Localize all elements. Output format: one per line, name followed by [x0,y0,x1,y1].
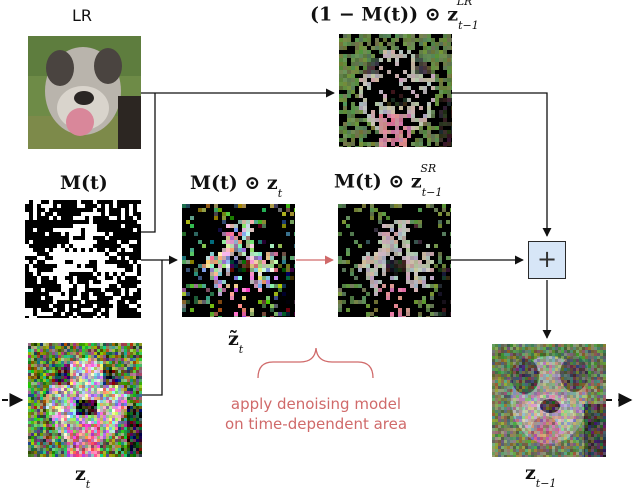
denoising-note: apply denoising model on time-dependent … [196,394,436,434]
masked-zt-image [182,204,295,317]
mask-label: M(t) [60,172,108,194]
z-tilde-label: z̃t [228,328,244,356]
masked-sr-label: M(t) ⊙ zt−1SR [334,162,443,200]
masked-lr-label: (1 − M(t)) ⊙ zt−1LR [310,0,479,33]
zt1-label: zt−1 [525,462,557,490]
masked-sr-image [338,204,451,317]
masked-lr-image [339,34,452,147]
lr-label: LR [72,6,93,25]
lr-dog-image [28,36,141,149]
note-line-2: on time-dependent area [224,415,408,433]
note-line-1: apply denoising model [230,395,402,413]
noisy-zt-image [28,343,142,457]
mask-image [25,200,141,318]
zt-label: zt [75,463,91,491]
masked-zt-label: M(t) ⊙ zt [190,172,283,200]
output-zt1-image [492,344,606,457]
sum-node: + [528,241,566,279]
